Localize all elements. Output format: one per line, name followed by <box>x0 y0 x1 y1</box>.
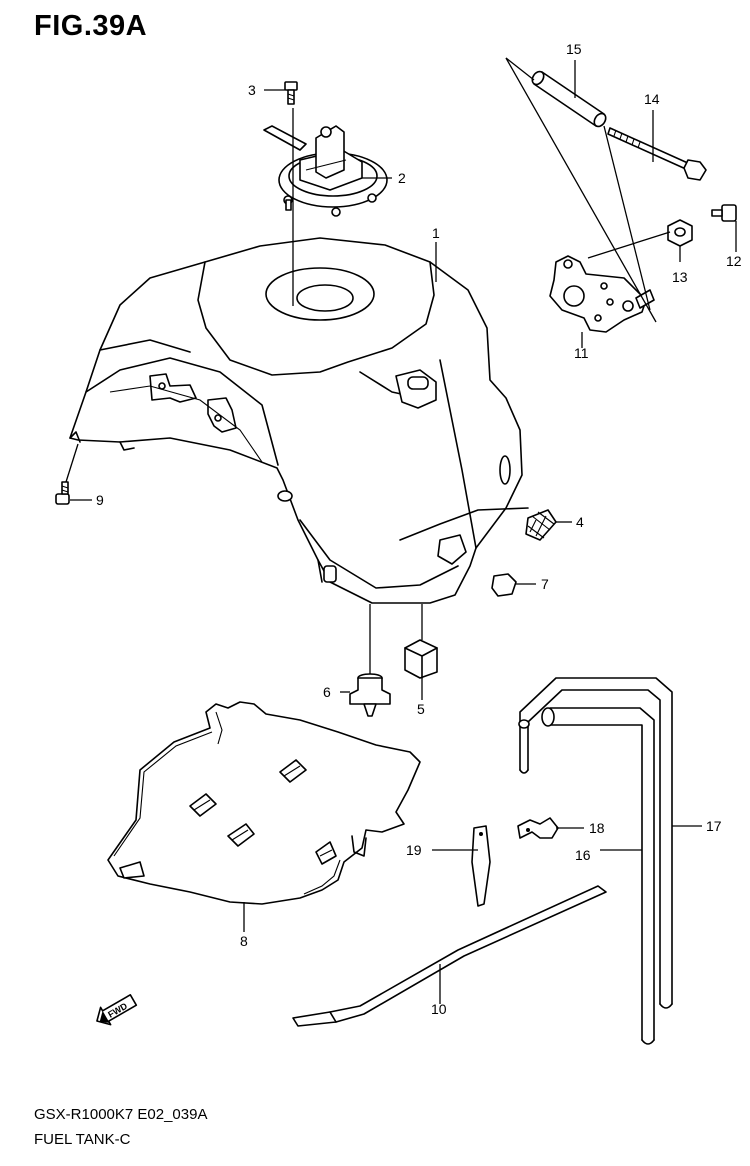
cushion-part[interactable] <box>404 639 438 679</box>
nut-part[interactable] <box>667 219 693 247</box>
callout-14: 14 <box>644 91 660 107</box>
forward-direction-arrow: FWD <box>96 994 138 1026</box>
breather-hose-16-part[interactable] <box>541 707 655 1045</box>
diagram-code: GSX-R1000K7 E02_039A <box>34 1106 208 1123</box>
bolt-part[interactable] <box>55 481 70 505</box>
callout-16: 16 <box>575 847 591 863</box>
callout-10: 10 <box>431 1001 447 1017</box>
collar-tube-part[interactable] <box>530 69 608 128</box>
bracket-part[interactable] <box>549 255 655 333</box>
tank-pad-part[interactable] <box>107 701 421 905</box>
fuel-cap-assembly-part[interactable] <box>263 125 388 217</box>
drain-hose-part[interactable] <box>292 885 607 1027</box>
hose-guide-part[interactable] <box>471 825 491 907</box>
fuel-tank-part[interactable] <box>69 237 529 604</box>
damper-part[interactable] <box>349 673 391 717</box>
breather-hose-17-part[interactable] <box>518 677 673 1009</box>
callout-3: 3 <box>248 82 256 98</box>
callout-1: 1 <box>432 225 440 241</box>
callout-7: 7 <box>541 576 549 592</box>
callout-9: 9 <box>96 492 104 508</box>
cap-screw-part[interactable] <box>284 81 298 105</box>
callout-13: 13 <box>672 269 688 285</box>
callout-4: 4 <box>576 514 584 530</box>
callout-19: 19 <box>406 842 422 858</box>
callout-labels: 1 2 3 4 5 6 7 8 9 10 11 12 13 14 15 16 1… <box>96 41 742 1017</box>
figure-title: FIG.39A <box>34 10 148 42</box>
diagram-caption: FUEL TANK-C <box>34 1131 131 1148</box>
callout-12: 12 <box>726 253 742 269</box>
callout-8: 8 <box>240 933 248 949</box>
long-bolt-part[interactable] <box>607 127 707 181</box>
callout-17: 17 <box>706 818 722 834</box>
callout-5: 5 <box>417 701 425 717</box>
callout-2: 2 <box>398 170 406 186</box>
patch-part[interactable] <box>525 509 557 541</box>
callout-11: 11 <box>574 345 589 361</box>
callout-6: 6 <box>323 684 331 700</box>
clamp-part[interactable] <box>517 817 559 839</box>
rubber-cap-part[interactable] <box>491 573 517 597</box>
callout-15: 15 <box>566 41 582 57</box>
bracket-bolt-part[interactable] <box>711 204 737 222</box>
callout-18: 18 <box>589 820 605 836</box>
leader-lines <box>65 57 737 1004</box>
